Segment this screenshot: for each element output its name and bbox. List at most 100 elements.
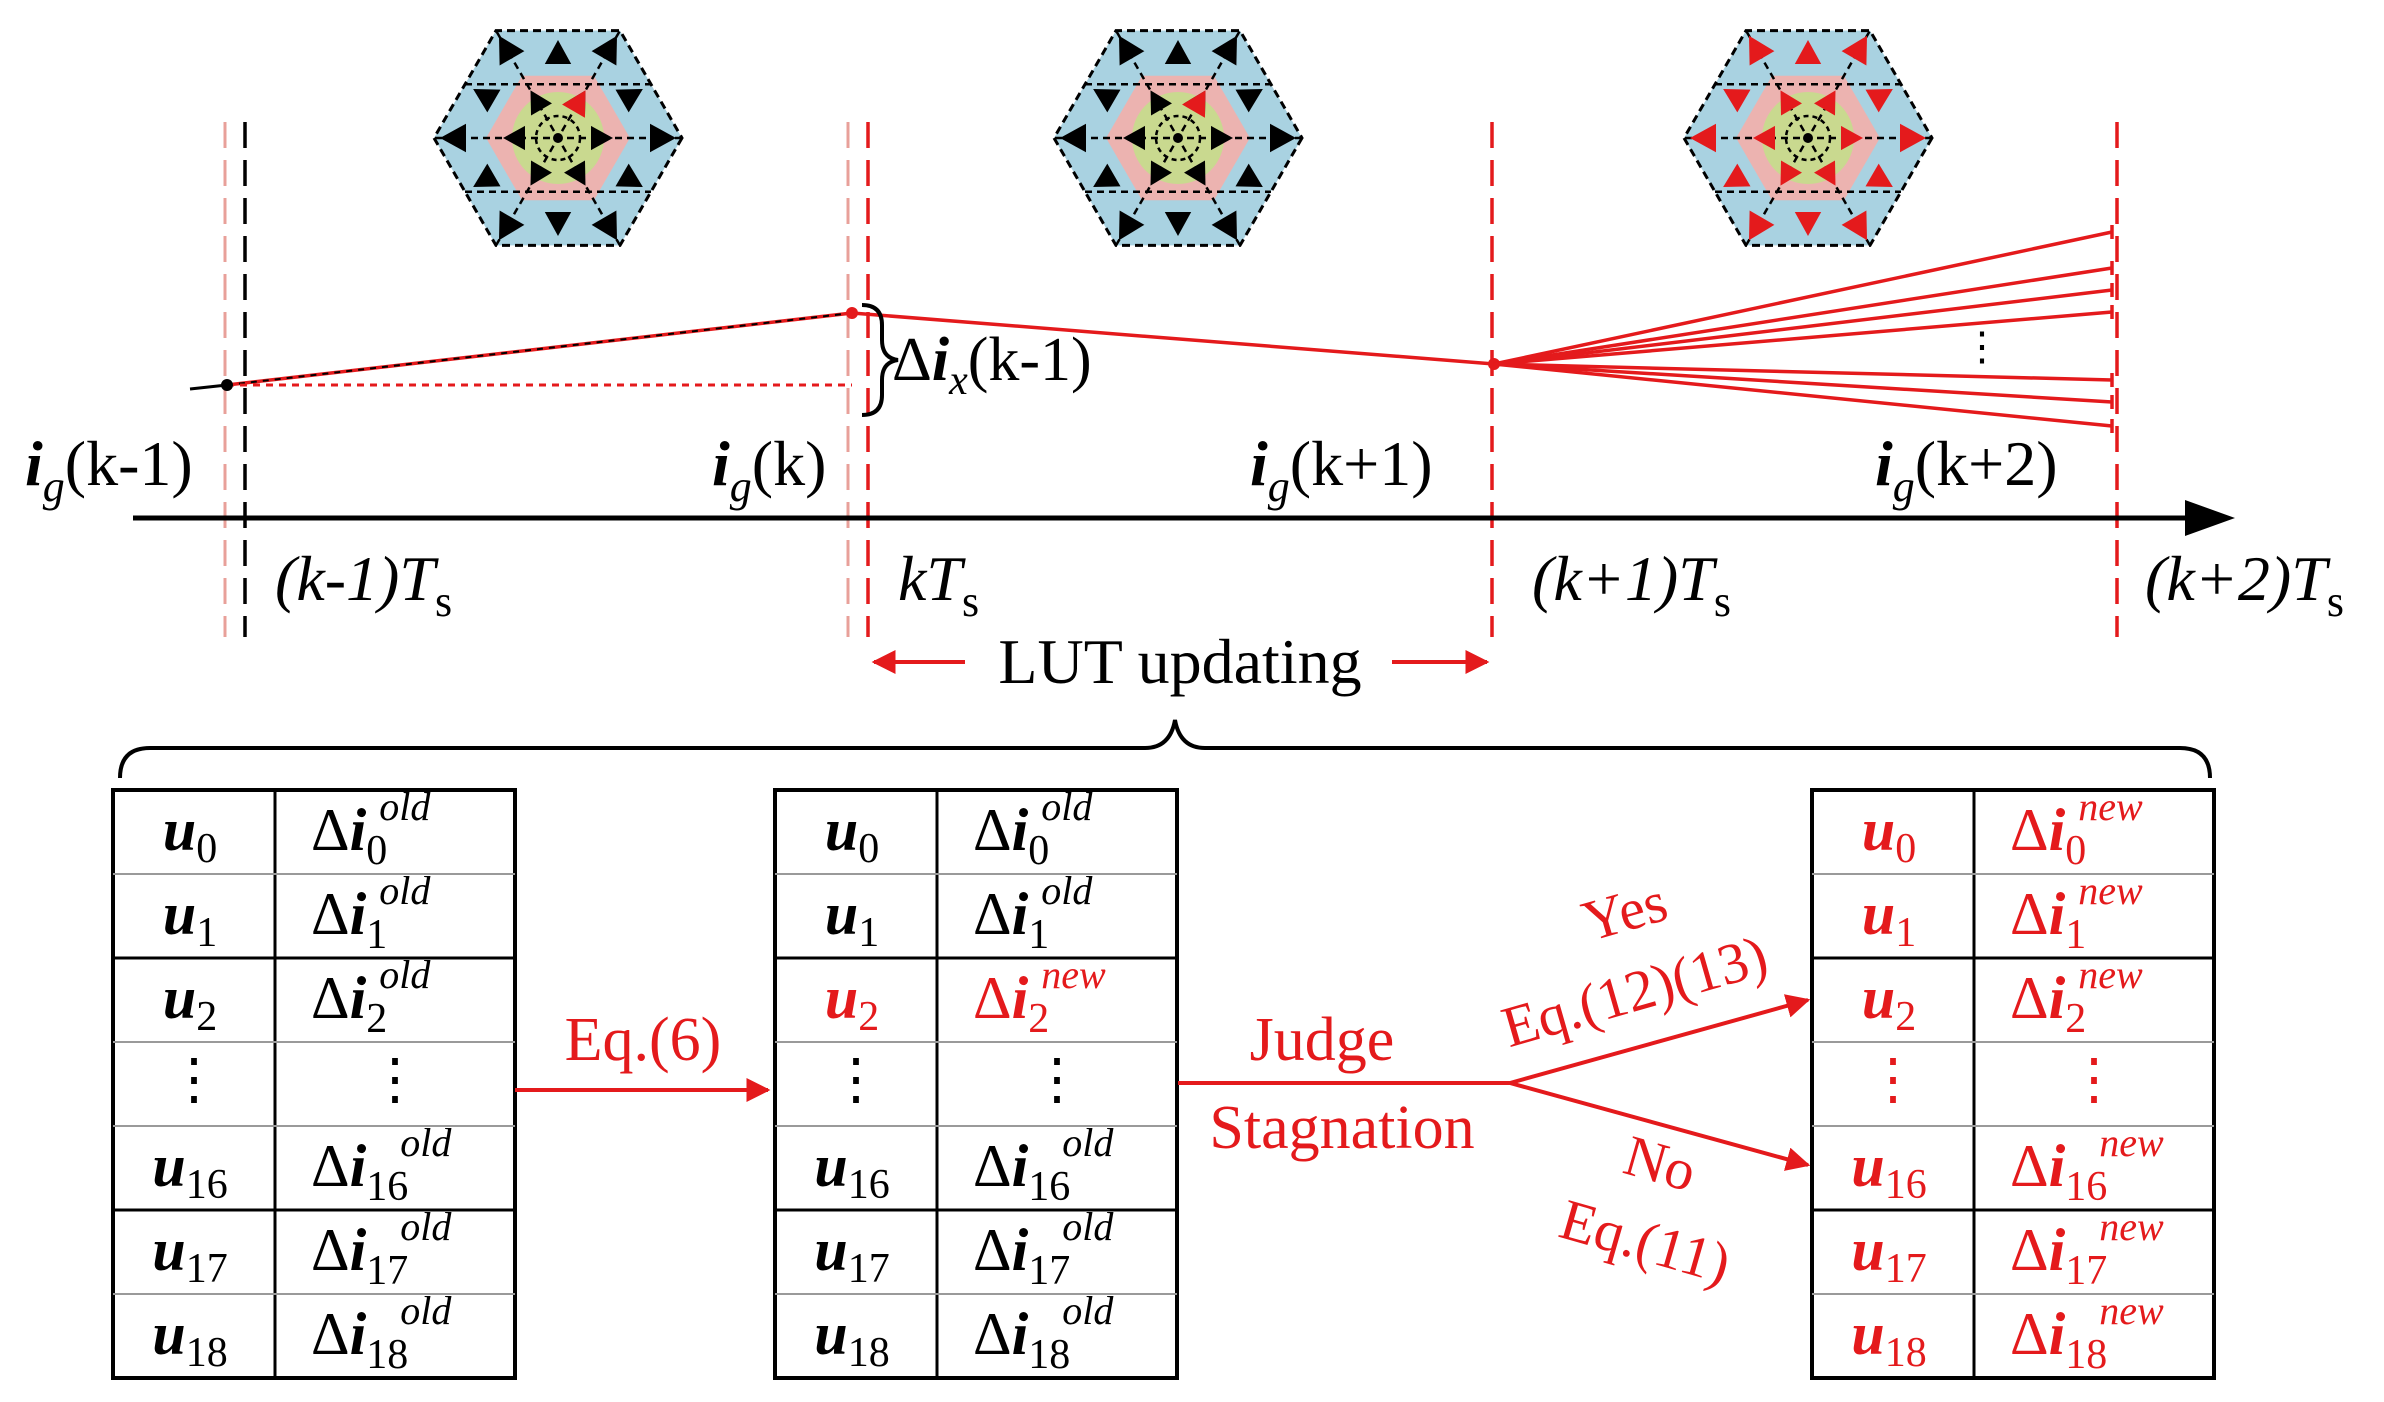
table-voltage-vector: u16 [1851,1133,1926,1208]
voltage-vector-arrow-icon [1182,90,1206,118]
hexagon-center-ring [1784,114,1832,162]
voltage-vector-hexagon-icon [1682,29,1934,247]
voltage-vector-arrow-icon [1211,125,1233,151]
table-voltage-vector: u1 [1862,881,1916,956]
voltage-vector-arrow-icon [473,89,501,113]
voltage-vector-arrow-icon [1780,90,1802,116]
voltage-vector-arrow-icon [499,210,525,241]
table-current-increment: Δi2new [973,952,1106,1042]
table-voltage-vector: u17 [1851,1217,1926,1292]
hexagon-center-dot [1173,133,1183,143]
voltage-vector-arrow-icon [1841,125,1863,151]
voltage-vector-arrow-icon [591,210,617,241]
voltage-vector-arrow-icon [1119,35,1145,66]
table-voltage-vector: u0 [1862,797,1916,872]
table-current-increment: Δi17old [973,1204,1114,1294]
current-label: ig(k+2) [1875,428,2058,511]
current-point-k-1 [221,379,233,391]
voltage-vector-arrow-icon [499,35,525,66]
voltage-vector-arrow-icon [1093,163,1121,187]
voltage-vector-arrow-icon [1164,40,1192,64]
yes-arrow [1509,994,1811,1085]
fan-ellipsis: ⋮ [1962,324,2002,369]
table-current-increment: Δi0new [2010,784,2143,874]
voltage-vector-arrow-icon [440,123,466,153]
table-voltage-vector: u17 [814,1217,889,1292]
voltage-vector-arrow-icon [591,125,613,151]
time-label: (k+2)Ts [2145,543,2344,626]
voltage-vector-arrow-icon [1211,210,1237,241]
delta-label: Δix(k-1) [892,326,1092,404]
table-voltage-vector: u16 [814,1133,889,1208]
table-current-increment: Δi1new [2010,868,2143,958]
voltage-vector-arrow-icon [1865,163,1893,187]
table-voltage-vector: u1 [825,881,879,956]
table-current-increment: Δi17old [311,1204,452,1294]
voltage-vector-arrow-icon [1235,163,1263,187]
voltage-vector-arrow-icon [1060,123,1086,153]
table-current-increment: Δi16old [973,1120,1114,1210]
table-voltage-vector: u2 [163,965,217,1040]
voltage-vector-arrow-icon [1749,210,1775,241]
voltage-vector-arrow-icon [1814,90,1836,116]
voltage-vector-arrow-icon [1150,160,1172,186]
voltage-vector-arrow-icon [1123,125,1145,151]
table-current-increment: Δi18new [2010,1288,2164,1378]
no-arrow [1509,1081,1811,1171]
current-start-segment [189,383,228,391]
lut-table-frame [111,788,517,1380]
voltage-vector-arrow-icon [1794,212,1822,236]
table-ellipsis: ⋮ [1865,1049,1921,1111]
voltage-vector-arrow-icon [1841,35,1867,66]
lut-table-frame [773,788,1179,1380]
voltage-vector-arrow-icon [530,160,552,186]
hexagon-center-dot [1803,133,1813,143]
yes-eq-label: Eq.(12)(13) [1495,923,1775,1061]
prediction-line [1493,230,2113,366]
lut-updating-label: LUT updating [998,626,1361,697]
time-label: (k-1)Ts [275,543,452,626]
eq6-label: Eq.(6) [565,1006,722,1074]
voltage-vector-hexagon-icon [432,29,684,247]
current-trajectory-k [851,311,1495,366]
table-voltage-vector: u18 [814,1301,889,1376]
prediction-fan [1493,225,2114,433]
table-current-increment: Δi18old [311,1288,452,1378]
voltage-vector-hexagon-icon [1052,29,1304,247]
prediction-line [1493,266,2113,366]
table-current-increment: Δi1old [973,868,1093,958]
table-voltage-vector: u18 [1851,1301,1926,1376]
voltage-vector-arrow-icon [1150,90,1172,116]
hexagon-center-ring [534,114,582,162]
voltage-vector-arrow-icon [1184,160,1206,186]
table-voltage-vector: u16 [152,1133,227,1208]
table-current-increment: Δi1old [311,868,431,958]
voltage-vector-arrow-icon [544,212,572,236]
prediction-line [1493,288,2113,366]
voltage-vector-arrow-icon [615,163,643,187]
table-voltage-vector: u18 [152,1301,227,1376]
voltage-vector-arrow-icon [1270,123,1296,153]
voltage-vector-arrow-icon [1211,35,1237,66]
table-ellipsis: ⋮ [828,1049,884,1111]
voltage-vector-arrow-icon [1093,89,1121,113]
table-voltage-vector: u17 [152,1217,227,1292]
voltage-vector-arrow-icon [591,35,617,66]
voltage-vector-arrow-icon [562,90,586,118]
voltage-vector-arrow-icon [1235,89,1263,113]
voltage-vector-arrow-icon [1723,163,1751,187]
voltage-vector-arrow-icon [1814,160,1836,186]
yes-label: Yes [1575,868,1674,954]
voltage-vector-arrow-icon [1164,212,1192,236]
prediction-line [1493,310,2113,366]
voltage-vector-arrow-icon [564,160,586,186]
table-current-increment: Δi18old [973,1288,1114,1378]
voltage-vector-arrow-icon [1723,89,1751,113]
voltage-vector-arrow-icon [530,90,552,116]
